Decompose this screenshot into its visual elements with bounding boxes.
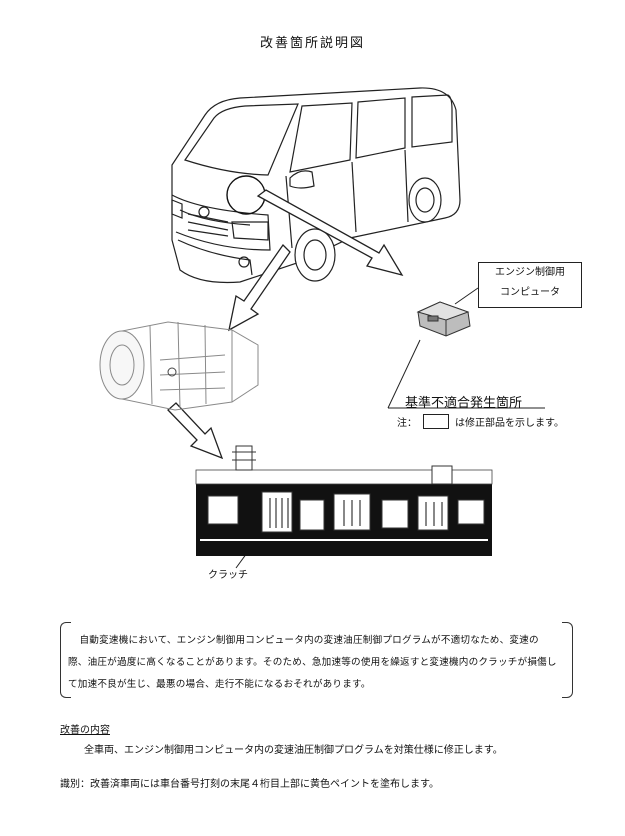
ecu-leader [454,287,479,305]
ecu-unit-icon [416,301,471,337]
transmission-cross-section [195,445,493,556]
clutch-label: クラッチ [208,570,248,581]
ecu-label-line-2: コンピュータ [500,287,560,298]
note-suffix: は修正部品を示します。 [455,418,564,429]
fix-heading: 改善の内容 [60,725,110,736]
summary-bracket-right [562,622,573,698]
van-illustration [171,87,461,284]
arrow-to-section [167,402,224,460]
transmission-illustration [99,321,259,411]
identification-note: 識別：改善済車両には車台番号打刻の末尾４桁目上部に黄色ペイントを塗布します。 [60,779,439,790]
fix-body: 全車両、エンジン制御用コンピュータ内の変速油圧制御プログラムを対策仕様に修正しま… [84,745,503,756]
page-title: 改善箇所説明図 [259,36,365,51]
defect-summary: 自動変速機において、エンジン制御用コンピュータ内の変速油圧制御プログラムが不適切… [68,635,557,690]
note-prefix: 注： [397,418,417,429]
ecu-label-box: エンジン制御用 コンピュータ [478,262,582,308]
ecu-label-line-1: エンジン制御用 [495,267,565,278]
improvement-diagram [99,87,545,569]
summary-bracket-left [60,622,71,698]
arrow-to-ecu [256,189,404,277]
note: 注： は修正部品を示します。 [397,414,564,429]
note-legend-box [423,414,449,429]
arrow-to-transmission [228,243,291,332]
defect-leader [387,339,421,409]
defect-location-label: 基準不適合発生箇所 [405,396,523,411]
